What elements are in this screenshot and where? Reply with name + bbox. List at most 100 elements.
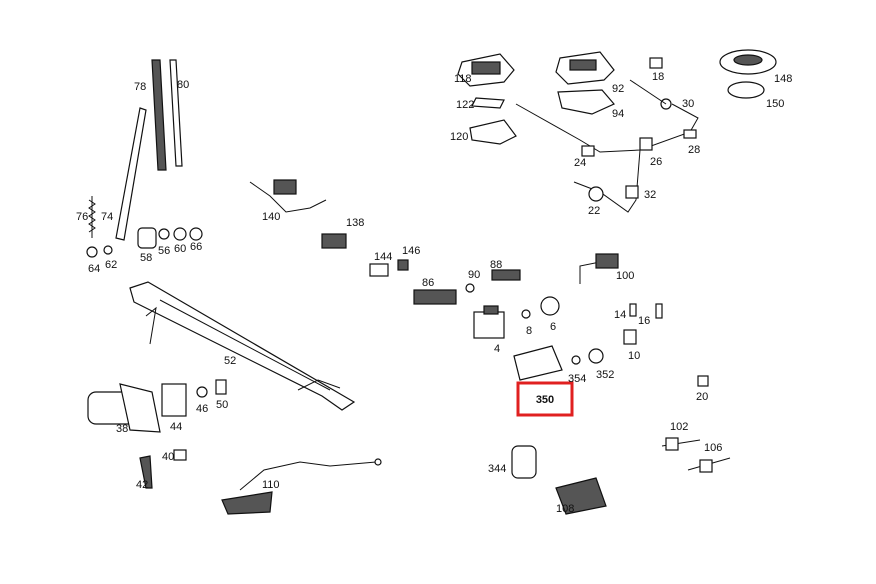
label-76: 76 <box>76 211 88 223</box>
label-66: 66 <box>190 241 202 253</box>
label-50: 50 <box>216 399 228 411</box>
label-6: 6 <box>550 321 556 333</box>
label-20: 20 <box>696 391 708 403</box>
part-28-connector <box>683 129 697 139</box>
part-78-wiper-blade <box>151 59 167 171</box>
part-110-lamp-cable <box>221 458 382 515</box>
part-16-screw <box>655 303 663 319</box>
part-22-grommet <box>588 186 604 202</box>
highlight-box <box>516 381 574 417</box>
part-8-washer <box>521 309 531 319</box>
part-6-knob <box>540 296 560 316</box>
label-146: 146 <box>402 245 420 257</box>
label-138: 138 <box>346 217 364 229</box>
label-32: 32 <box>644 189 656 201</box>
label-38: 38 <box>116 423 128 435</box>
part-66-nut <box>189 227 203 241</box>
part-18-clip <box>649 57 663 69</box>
part-100-switch <box>579 253 619 284</box>
label-26: 26 <box>650 156 662 168</box>
part-60-washer <box>173 227 187 241</box>
part-38-wiper-motor <box>87 383 161 433</box>
label-106: 106 <box>704 442 722 454</box>
label-118: 118 <box>454 73 472 85</box>
part-44-mounting-plate <box>161 383 187 417</box>
label-16: 16 <box>638 315 650 327</box>
label-64: 64 <box>88 263 100 275</box>
label-30: 30 <box>682 98 694 110</box>
label-78: 78 <box>134 81 146 93</box>
label-10: 10 <box>628 350 640 362</box>
label-74: 74 <box>101 211 113 223</box>
part-42-bracket <box>139 455 153 489</box>
part-80-wiper-rubber <box>169 59 183 167</box>
part-106-bulb <box>687 457 731 473</box>
label-56: 56 <box>158 245 170 257</box>
label-108: 108 <box>556 503 574 515</box>
label-86: 86 <box>422 277 434 289</box>
label-102: 102 <box>670 421 688 433</box>
label-140: 140 <box>262 211 280 223</box>
part-10-clip <box>623 329 637 345</box>
part-52-wiper-linkage <box>129 281 356 411</box>
label-354: 354 <box>568 373 586 385</box>
part-146-socket <box>397 259 409 271</box>
part-74-wiper-arm <box>115 107 147 241</box>
part-20-clip <box>697 375 709 387</box>
label-40: 40 <box>162 451 174 463</box>
label-94: 94 <box>612 108 624 120</box>
part-148-dome-lamp <box>719 49 777 75</box>
part-90-knob <box>465 283 475 293</box>
part-14-screw <box>629 303 637 317</box>
part-76-spring <box>88 196 96 238</box>
part-86-switch <box>413 289 457 305</box>
label-8: 8 <box>526 325 532 337</box>
label-42: 42 <box>136 479 148 491</box>
part-40-clip <box>173 449 187 461</box>
label-344: 344 <box>488 463 506 475</box>
part-58-bush <box>137 227 157 249</box>
part-24-connector <box>581 145 595 157</box>
label-4: 4 <box>494 343 500 355</box>
part-50-clip <box>215 379 227 395</box>
label-350: 350 <box>536 394 554 406</box>
part-88-knob <box>491 269 521 281</box>
label-80: 80 <box>177 79 189 91</box>
part-120-lens <box>469 119 517 145</box>
label-352: 352 <box>596 369 614 381</box>
part-344-relay <box>511 445 537 479</box>
part-352-cap <box>588 348 604 364</box>
label-88: 88 <box>490 259 502 271</box>
label-58: 58 <box>140 252 152 264</box>
label-60: 60 <box>174 243 186 255</box>
label-28: 28 <box>688 144 700 156</box>
part-140-switch <box>249 179 327 213</box>
part-4-relay <box>473 305 505 339</box>
label-150: 150 <box>766 98 784 110</box>
part-94-lens <box>557 89 615 115</box>
part-138-connector <box>321 233 347 249</box>
part-150-lens <box>727 81 765 99</box>
part-64-nut <box>86 246 98 258</box>
part-56-washer <box>158 228 170 240</box>
label-148: 148 <box>774 73 792 85</box>
part-26-connector <box>639 137 653 151</box>
label-52: 52 <box>224 355 236 367</box>
label-110: 110 <box>262 479 280 491</box>
part-108-lamp <box>555 477 607 515</box>
label-100: 100 <box>616 270 634 282</box>
part-32-clip <box>625 185 639 199</box>
label-46: 46 <box>196 403 208 415</box>
label-14: 14 <box>614 309 626 321</box>
part-122-lens <box>471 97 505 109</box>
part-350-control-unit <box>513 345 563 381</box>
part-118-lamp-housing <box>457 53 515 87</box>
part-62-washer <box>103 245 113 255</box>
label-24: 24 <box>574 157 586 169</box>
part-354-washer <box>571 355 581 365</box>
label-92: 92 <box>612 83 624 95</box>
label-122: 122 <box>456 99 474 111</box>
part-92-lamp-housing <box>555 51 615 85</box>
